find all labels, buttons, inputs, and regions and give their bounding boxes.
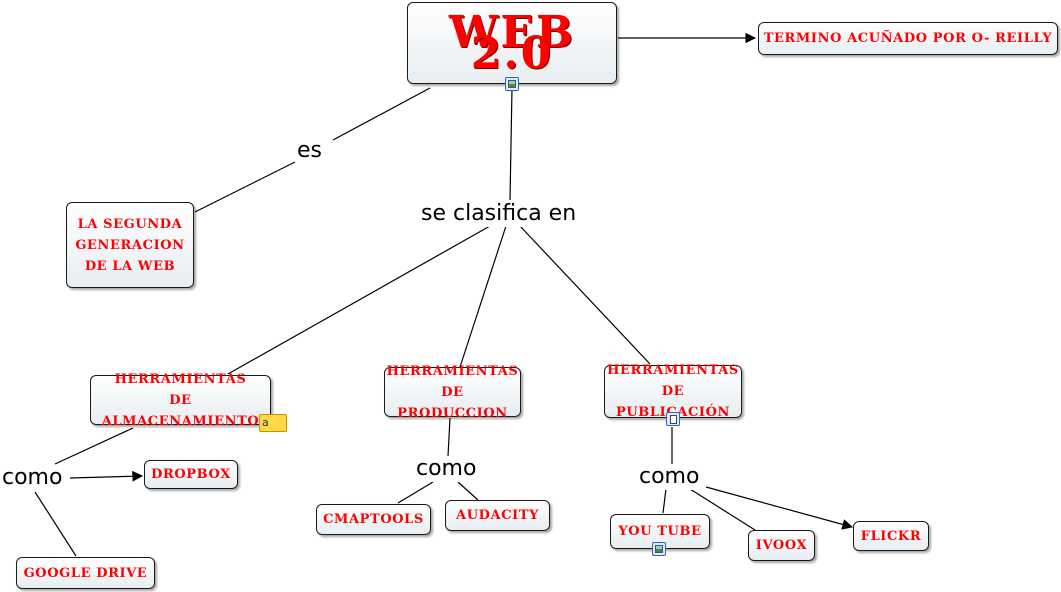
link-como-youtube [662,488,667,514]
document-resource-icon[interactable] [666,412,680,426]
link-label-como: como [2,465,63,491]
link-clasifica-almacenamiento [227,225,491,375]
node-segunda-generacion[interactable]: LA SEGUNDA GENERACION DE LA WEB [66,202,194,288]
link-label-es: es [297,138,322,164]
link-almacenamiento-como [54,427,134,465]
node-audacity[interactable]: AUDACITY [445,500,550,531]
link-label-como: como [639,464,700,490]
note-annotation-icon[interactable]: a [259,414,287,432]
node-termino[interactable]: TERMINO ACUÑADO POR O- REILLY [758,22,1058,55]
link-como-ivoox [689,488,756,531]
link-como-audacity [457,481,479,501]
node-google-drive[interactable]: GOOGLE DRIVE [16,557,155,589]
link-web20-es [332,87,431,141]
link-label-se-clasifica-en: se clasifica en [421,201,577,227]
link-como-flickr [705,486,854,530]
node-herramientas-almacenamiento[interactable]: HERRAMIENTAS DE ALMACENAMIENTO [90,372,271,429]
node-herramientas-publicacion[interactable]: HERRAMIENTAS DE PUBLICACIÓN [604,363,742,420]
link-produccion-como [447,417,451,457]
link-label-como: como [416,456,477,482]
node-web20[interactable]: WEB 2.0 [407,2,617,84]
node-ivoox[interactable]: IVOOX [748,530,815,561]
link-como-cmaptools [397,481,434,504]
link-como-dropbox [69,470,144,482]
node-cmaptools[interactable]: CMAPTOOLS [316,504,431,535]
image-resource-icon[interactable] [505,77,519,91]
link-es-segunda [194,161,296,213]
node-dropbox[interactable]: DROPBOX [144,460,238,489]
link-clasifica-publicacion [519,225,651,365]
link-clasifica-produccion [459,225,507,368]
node-flickr[interactable]: FLICKR [853,521,929,551]
link-como-googledrive [34,491,77,557]
image-resource-icon[interactable] [652,542,666,556]
node-herramientas-produccion[interactable]: HERRAMIENTAS DE PRODUCCION [384,364,521,421]
link-web20-clasifica [509,87,513,201]
